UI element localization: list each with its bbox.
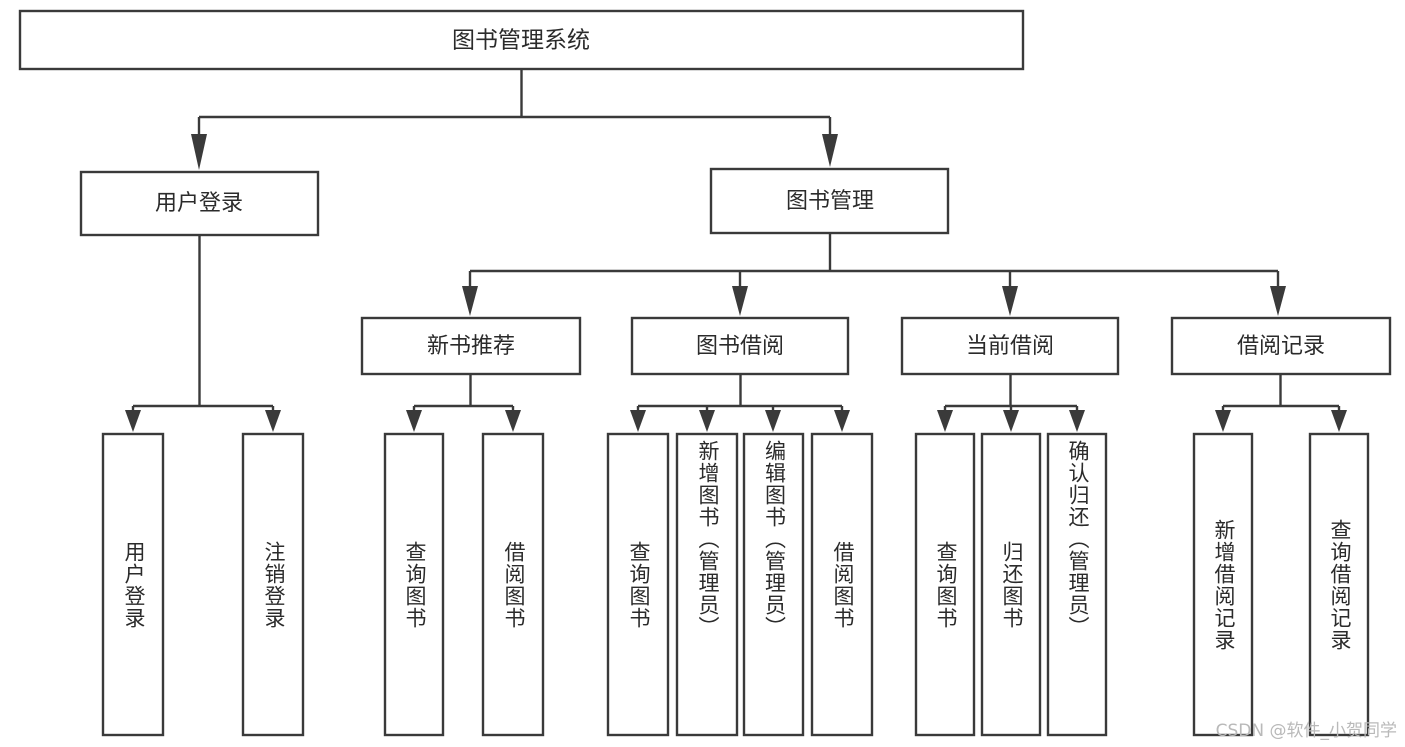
arrow-head-current-borrow (1002, 286, 1018, 316)
leaf-box-bb-borrow-book[interactable] (810, 432, 874, 737)
arrow-head-br-add (1215, 410, 1231, 432)
node-label-book-borrow: 图书借阅 (696, 334, 784, 359)
node-box-borrow-record[interactable] (1170, 316, 1392, 376)
node-box-user-login[interactable] (79, 170, 320, 237)
leaf-box-br-query-record[interactable] (1308, 432, 1370, 737)
node-box-new-book-recommend[interactable] (360, 316, 582, 376)
arrow-head-nb-query (406, 410, 422, 432)
node-label-user-login: 用户登录 (155, 191, 243, 216)
arrow-head-bb-add (699, 410, 715, 432)
node-new-book-recommend[interactable]: 新书推荐 (360, 316, 582, 376)
arrow-head-cb-query (937, 410, 953, 432)
connector-group-current-borrow-leaves (937, 374, 1085, 432)
arrow-head-cb-confirm (1069, 410, 1085, 432)
node-book-borrow[interactable]: 图书借阅 (630, 316, 850, 376)
leaf-box-nb-query-book[interactable] (383, 432, 445, 737)
leaf-box-cb-query-book[interactable] (914, 432, 976, 737)
arrow-head-new-books (462, 286, 478, 316)
leaf-box-br-add-record[interactable] (1192, 432, 1254, 737)
connector-group-book-borrow-leaves (630, 374, 850, 432)
node-label-new-book-recommend: 新书推荐 (427, 334, 515, 359)
node-label-borrow-record: 借阅记录 (1237, 334, 1325, 359)
leaf-box-bb-query-book[interactable] (606, 432, 670, 737)
arrow-head-book-mgmt (822, 134, 838, 167)
leaf-box-nb-borrow-book[interactable] (481, 432, 545, 737)
csdn-watermark: CSDN @软件_小贺同学 (1215, 721, 1397, 741)
node-borrow-record[interactable]: 借阅记录 (1170, 316, 1392, 376)
leaf-box-bb-edit-book[interactable] (742, 432, 805, 737)
leaf-box-cb-return-book[interactable] (980, 432, 1042, 737)
arrow-head-leaf-logout (265, 410, 281, 432)
arrow-head-borrow-record (1270, 286, 1286, 316)
arrow-head-book-borrow (732, 286, 748, 316)
arrow-head-bb-edit (765, 410, 781, 432)
node-box-current-borrow[interactable] (900, 316, 1120, 376)
arrow-head-cb-return (1003, 410, 1019, 432)
node-root-system[interactable]: 图书管理系统 (18, 9, 1025, 71)
leaf-box-cb-confirm-return[interactable] (1046, 432, 1108, 737)
arrow-head-nb-borrow (505, 410, 521, 432)
connector-group-user-login-leaves (125, 235, 281, 432)
arrow-head-br-query (1331, 410, 1347, 432)
connector-group-borrow-record-leaves (1215, 374, 1347, 432)
arrow-head-bb-query (630, 410, 646, 432)
leaf-box-logout[interactable] (241, 432, 305, 737)
node-box-book-management[interactable] (709, 167, 950, 235)
node-label-current-borrow: 当前借阅 (966, 334, 1054, 359)
node-book-management[interactable]: 图书管理 (709, 167, 950, 235)
node-current-borrow[interactable]: 当前借阅 (900, 316, 1120, 376)
arrow-head-user-login (191, 134, 207, 170)
arrow-head-leaf-user-login (125, 410, 141, 432)
arrow-head-bb-borrow (834, 410, 850, 432)
connector-group-root-to-level2 (191, 69, 838, 170)
leaf-box-user-login[interactable] (101, 432, 165, 737)
node-user-login[interactable]: 用户登录 (79, 170, 320, 237)
node-label-book-management: 图书管理 (786, 189, 874, 214)
connector-group-new-books-leaves (406, 374, 521, 432)
node-label-root: 图书管理系统 (452, 28, 590, 54)
node-box-root[interactable] (18, 9, 1025, 71)
connector-group-book-mgmt-to-level3 (462, 233, 1286, 316)
node-box-book-borrow[interactable] (630, 316, 850, 376)
leaf-box-bb-add-book[interactable] (675, 432, 739, 737)
